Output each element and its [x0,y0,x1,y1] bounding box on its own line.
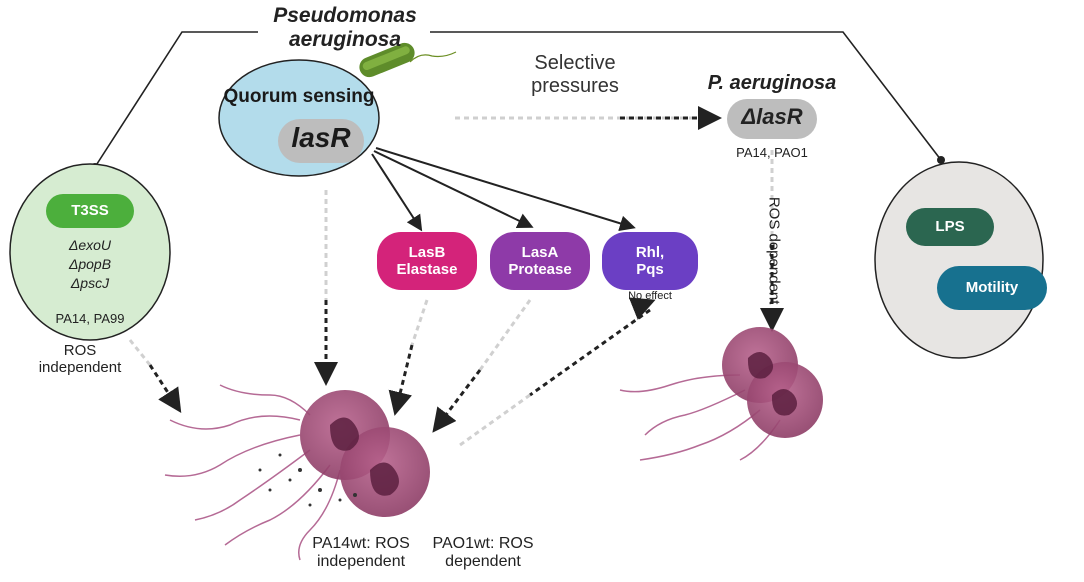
t3ss-ros-line1: ROS [63,342,97,359]
ros-arrows [128,150,784,447]
title-line2: aeruginosa [288,28,402,52]
t3ss-mutant-exou: ΔexoU [68,237,112,253]
delta-lasr-pill [727,99,817,139]
pa14-outcome-line2: independent [316,553,406,571]
rhl-line2: Pqs [636,261,664,278]
pa14-outcome-label: PA14wt: ROS independent [296,535,426,572]
t3ss-pill: T3SS [46,194,134,228]
t3ss-mutant-pscj: ΔpscJ [70,274,110,291]
lasa-line1: LasA [521,243,559,261]
quorum-sensing-label: Quorum sensing [223,86,375,107]
lasb-line2: Elastase [396,261,458,278]
t3ss-mutants-list: ΔexoU ΔpopB ΔpscJ [30,236,150,293]
lasb-line1: LasB [408,243,446,261]
title-connector-lines [94,31,942,168]
mutant-name-label: P. aeruginosa [707,72,837,94]
lasr-arrows [371,147,636,232]
neutrophil-group-right [619,327,823,461]
rhl-no-effect-note: No effect [628,290,672,302]
t3ss-ros-line2: independent [38,359,122,377]
lps-motility-ellipse [874,161,1044,359]
pa14-outcome-line1: PA14wt: ROS [312,535,410,552]
connector-dot-right [937,156,945,164]
title-organism: Pseudomonas aeruginosa [250,4,440,52]
selective-line2: pressures [531,75,619,97]
pao1-outcome-line2: dependent [445,553,521,571]
t3ss-ros-label: ROS independent [30,342,130,377]
rhl-pqs-pill: Rhl,Pqs [602,232,698,290]
selective-line1: Selective [534,52,616,74]
pao1-outcome-line1: PAO1wt: ROS [432,535,534,552]
t3ss-strains-label: PA14, PA99 [55,311,125,326]
lasa-line2: Protease [508,261,572,278]
pao1-outcome-label: PAO1wt: ROS dependent [418,535,548,572]
lps-pill: LPS [906,208,994,246]
lasr-pill [278,119,364,163]
lasr-label: lasR [291,122,351,153]
neutrophil-group-left [164,384,430,561]
rhl-line1: Rhl, [635,243,665,261]
title-line1: Pseudomonas [273,4,417,27]
selective-pressures-label: Selective pressures [510,52,640,98]
bacterium-icon [359,42,457,78]
delta-lasr-label: ΔlasR [741,104,803,129]
mutant-strains-label: PA14, PAO1 [736,145,808,160]
motility-pill: Motility [937,266,1047,310]
t3ss-mutant-popb: ΔpopB [68,255,112,272]
mutant-ros-label: ROS dependent [765,196,783,305]
